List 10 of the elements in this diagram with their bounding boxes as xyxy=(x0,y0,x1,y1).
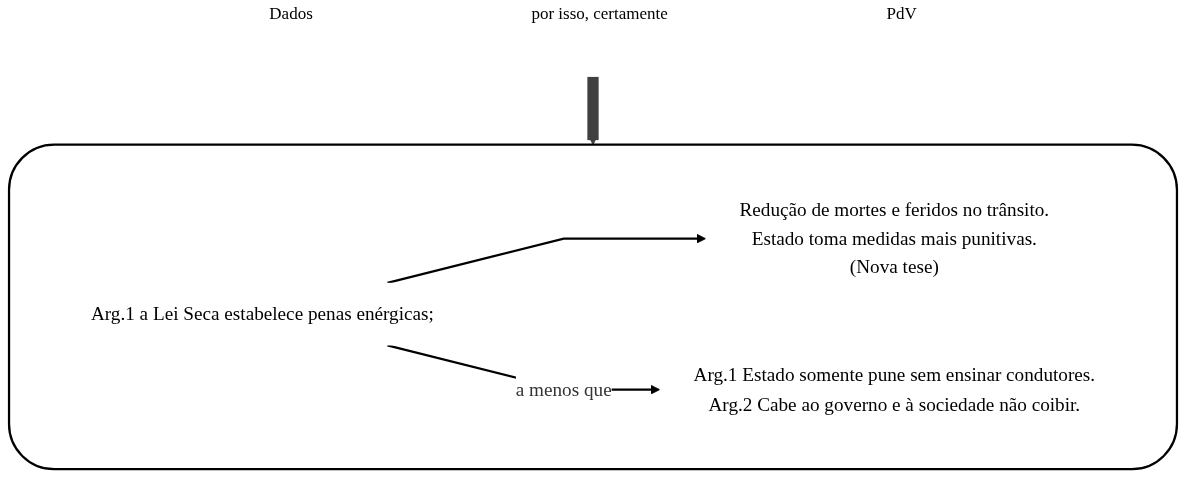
node-text: Redução de mortes e feridos no trânsito. Estado toma medidas mais punitivas. (Nova tese) xyxy=(739,199,1050,279)
column-heading: Dados xyxy=(269,4,313,24)
arrow xyxy=(387,234,707,285)
node-text: Arg.1 a Lei Seca estabelece penas enérgicas; xyxy=(90,303,434,325)
column-heading: PdV xyxy=(886,4,917,24)
column-heading: por isso, certamente xyxy=(531,4,668,24)
node-text: Arg.1 Estado somente pune sem ensinar condutores. Arg.2 Cabe ao governo e à sociedade não coibir. xyxy=(693,364,1096,415)
arrow xyxy=(587,77,599,146)
edge-label: a menos que xyxy=(515,378,612,401)
cluster xyxy=(7,143,1179,471)
